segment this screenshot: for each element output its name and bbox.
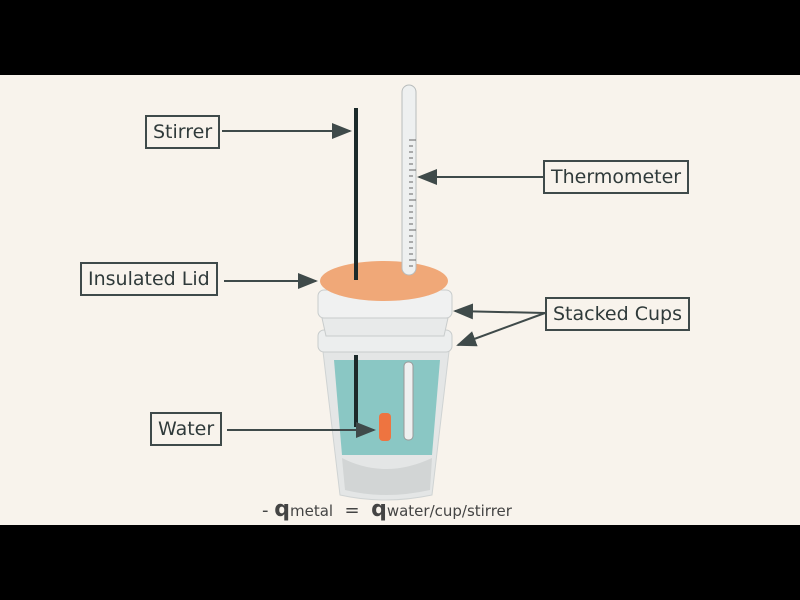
inner-cup xyxy=(321,317,449,337)
cup-bottom xyxy=(342,458,432,495)
eq-q-metal: q xyxy=(274,497,290,522)
stirrer-rod xyxy=(354,108,358,280)
calorimeter-diagram: Stirrer Thermometer Insulated Lid Stacke… xyxy=(0,75,800,525)
cups-arrow-upper xyxy=(453,303,546,320)
label-water: Water xyxy=(150,412,223,446)
thermometer xyxy=(401,84,417,276)
insulated-lid xyxy=(320,261,448,301)
diagram-graphics xyxy=(222,84,546,501)
eq-minus: - xyxy=(262,500,269,521)
thermometer-submerged xyxy=(403,361,414,441)
eq-equals: = xyxy=(344,500,360,521)
eq-q-water: q xyxy=(371,497,387,522)
eq-sub-water: water/cup/stirrer xyxy=(386,502,512,520)
label-thermometer: Thermometer xyxy=(543,160,690,194)
metal-sample xyxy=(379,413,391,441)
cups-arrow-lower xyxy=(456,312,546,347)
label-insulated-lid: Insulated Lid xyxy=(80,262,218,296)
label-stirrer: Stirrer xyxy=(145,115,221,149)
eq-sub-metal: metal xyxy=(289,502,334,520)
stirrer-submerged xyxy=(354,355,358,427)
equation: - qmetal = qwater/cup/stirrer xyxy=(262,497,512,522)
label-stacked-cups: Stacked Cups xyxy=(545,297,690,331)
